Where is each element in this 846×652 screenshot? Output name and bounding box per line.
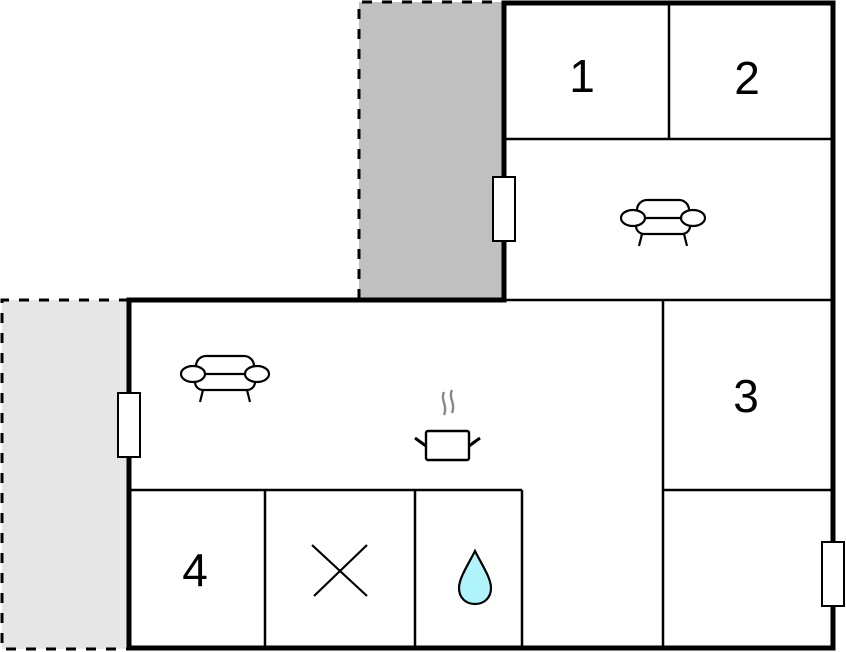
water-drop-icon — [457, 548, 493, 606]
sofa-icon — [179, 354, 271, 403]
terrace-lower — [0, 298, 129, 651]
room-label-1: 1 — [569, 50, 595, 102]
x-cross-icon — [311, 544, 368, 597]
terrace-upper — [357, 0, 504, 299]
cooking-pot-icon — [414, 389, 481, 462]
room-label-3: 3 — [733, 370, 759, 422]
door-lower-terrace[interactable] — [117, 392, 141, 458]
room-label-4: 4 — [182, 544, 208, 596]
sofa-icon — [619, 198, 707, 247]
room-label-2: 2 — [734, 52, 760, 104]
exterior-walls — [126, 0, 836, 651]
door-upper-terrace[interactable] — [492, 176, 516, 242]
interior-walls — [129, 2, 833, 649]
door-right[interactable] — [821, 541, 845, 607]
